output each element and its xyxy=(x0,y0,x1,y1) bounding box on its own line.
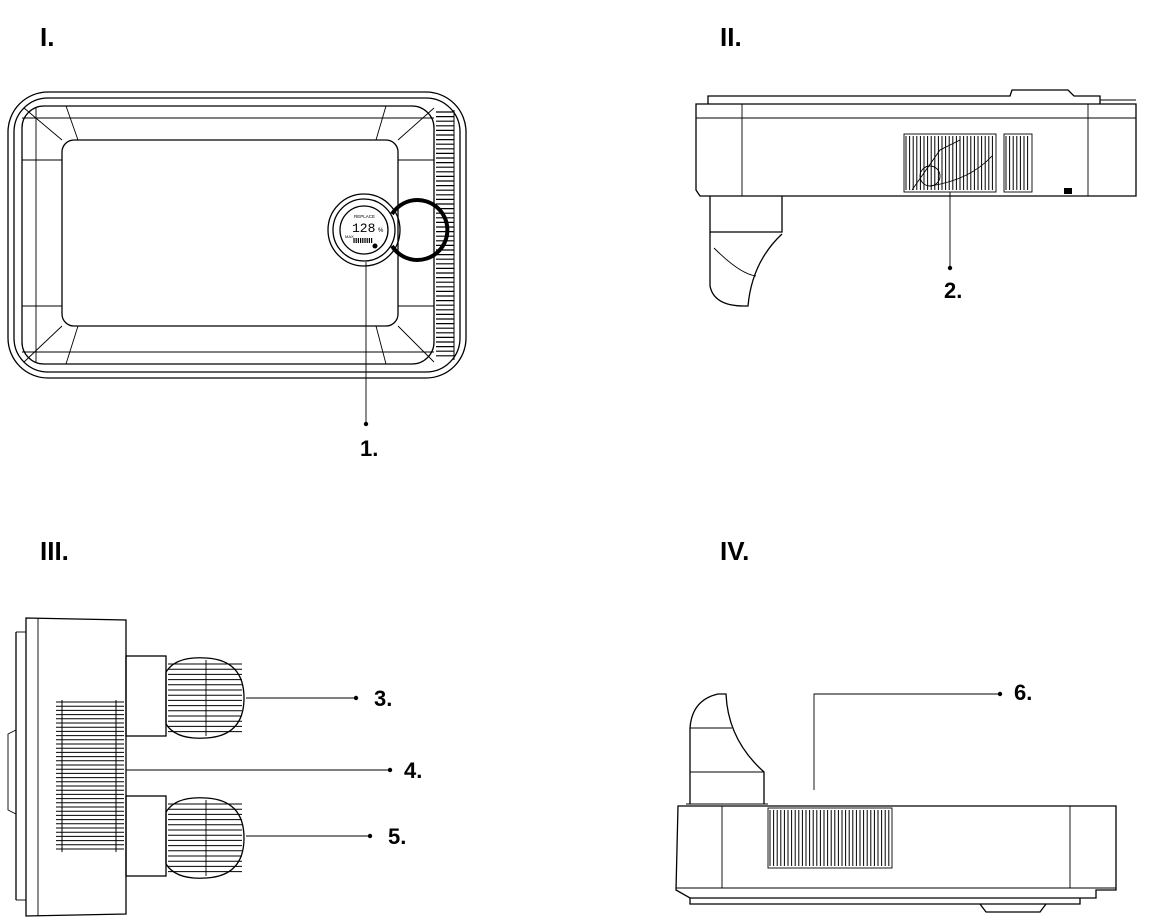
display-indicator-dot xyxy=(372,243,378,249)
outlet-upper-ribs xyxy=(168,663,242,733)
view-label-3: III. xyxy=(40,536,69,566)
view-label-4: IV. xyxy=(720,536,749,566)
outer-shell xyxy=(7,91,467,379)
side-vent-reverse xyxy=(769,810,890,866)
callout-label-5: 5. xyxy=(388,824,406,849)
view-side: 2. xyxy=(695,89,1137,307)
body-side xyxy=(695,103,1137,197)
side-vent xyxy=(905,136,1029,190)
callout-label-4: 4. xyxy=(404,758,422,783)
display-replace-text: REPLACE xyxy=(354,214,375,219)
display-mode-text: MAX xyxy=(345,234,354,239)
view-end: 3. 4. 5. xyxy=(7,617,422,917)
view-side-reverse: 6. xyxy=(675,680,1117,913)
callout-label-1: 1. xyxy=(360,436,378,461)
lid-strip xyxy=(707,89,1101,104)
callout-label-6: 6. xyxy=(1014,680,1032,705)
dial-outer-ring xyxy=(327,193,401,267)
outer-shell-inner xyxy=(13,97,461,373)
display-unit: % xyxy=(378,228,384,234)
display-digits: 128 xyxy=(352,221,375,236)
nozzle-elbow xyxy=(709,232,783,307)
leader-line-6 xyxy=(813,693,1000,790)
dial-mid-ring xyxy=(332,198,396,262)
view-top: REPLACE 128 MAX % 1. xyxy=(7,91,467,461)
callout-label-3: 3. xyxy=(374,686,392,711)
outlet-lower xyxy=(125,795,245,879)
nozzle-up xyxy=(689,693,765,804)
end-vent xyxy=(56,700,124,852)
view-label-1: I. xyxy=(40,22,54,52)
body-end xyxy=(25,617,127,917)
tray-rim xyxy=(21,105,435,365)
outlet-lower-ribs xyxy=(168,803,242,873)
nozzle-neck xyxy=(709,196,783,233)
dial-display-face xyxy=(339,205,389,255)
tray-panel xyxy=(61,139,399,327)
body-side-reverse xyxy=(675,805,1117,899)
outlet-upper xyxy=(125,655,245,739)
tray-facets xyxy=(22,105,435,365)
control-dial: REPLACE 128 MAX % xyxy=(327,193,450,267)
view-label-2: II. xyxy=(720,22,742,52)
display-level-bar xyxy=(353,238,373,243)
callout-label-2: 2. xyxy=(944,278,962,303)
